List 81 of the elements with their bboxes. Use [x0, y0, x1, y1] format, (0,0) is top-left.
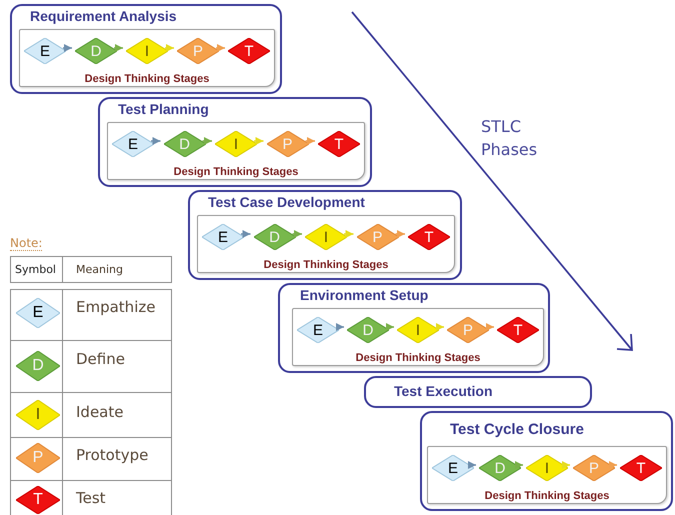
phase-title: Test Execution: [394, 383, 493, 399]
phase-title: Environment Setup: [300, 287, 428, 303]
arrow: [562, 461, 570, 469]
stage-diamond: I: [397, 317, 439, 343]
stage-diamond: P: [16, 443, 60, 473]
column-header: Meaning: [76, 263, 123, 276]
stage-diamond: D: [164, 131, 206, 157]
stage-diamond: T: [318, 131, 360, 157]
stage-panel: [292, 308, 544, 366]
arrow: [151, 137, 160, 145]
stage-panel: [19, 29, 275, 87]
arrow: [63, 44, 72, 52]
meaning-text: Define: [76, 350, 125, 368]
arrow: [468, 461, 476, 469]
stage-diamond: D: [479, 455, 521, 481]
stage-diamond: D: [75, 38, 117, 64]
phase-panel: [278, 283, 550, 373]
phase-title: Test Case Development: [208, 194, 365, 210]
stage-diamond: P: [177, 38, 219, 64]
phase-panel: [98, 97, 372, 187]
meaning-text: Ideate: [76, 403, 124, 421]
stage-diamond: D: [347, 317, 389, 343]
stage-diamond: I: [526, 455, 568, 481]
stage-diamond: E: [112, 131, 154, 157]
stage-caption: Design Thinking Stages: [172, 166, 300, 178]
column-header: Symbol: [15, 263, 56, 276]
arrow: [436, 323, 444, 331]
stage-diamond: I: [215, 131, 257, 157]
stage-diamond: P: [266, 131, 308, 157]
arrow: [336, 323, 344, 331]
arrow: [344, 230, 354, 238]
stage-diamond: I: [16, 400, 60, 430]
meaning-text: Empathize: [76, 298, 156, 316]
stage-diamond: T: [228, 38, 270, 64]
arrow: [609, 461, 617, 469]
stage-panel: [107, 122, 365, 180]
stage-caption: Design Thinking Stages: [354, 352, 482, 364]
stage-caption: Design Thinking Stages: [262, 259, 390, 271]
arrow: [292, 230, 302, 238]
arrow: [306, 137, 315, 145]
stage-caption: Design Thinking Stages: [84, 73, 210, 85]
stage-diamond: D: [16, 351, 60, 381]
stage-diamond: P: [447, 317, 489, 343]
stage-diamond: T: [620, 455, 662, 481]
axis-caption: STLC Phases: [481, 116, 538, 162]
arrow: [396, 230, 405, 238]
stage-diamond: T: [497, 317, 539, 343]
stage-diamond: T: [16, 486, 60, 514]
stage-panel: [427, 446, 667, 504]
stage-diamond: E: [16, 298, 60, 328]
phase-panel: [10, 4, 282, 94]
stage-diamond: T: [408, 224, 450, 250]
arrow: [216, 44, 225, 52]
phase-title: Requirement Analysis: [30, 8, 177, 24]
arrow: [114, 44, 123, 52]
stage-diamond: I: [126, 38, 168, 64]
phase-panel: [364, 376, 592, 408]
arrow: [165, 44, 174, 52]
stage-diamond: E: [297, 317, 339, 343]
arrow: [241, 230, 250, 238]
stage-panel: [197, 215, 455, 273]
note-heading: Note:: [10, 236, 42, 251]
stage-diamond: P: [356, 224, 398, 250]
phase-title: Test Planning: [118, 101, 209, 117]
meaning-text: Test: [76, 489, 106, 507]
meaning-text: Prototype: [76, 446, 148, 464]
stage-diamond: D: [254, 224, 296, 250]
stage-caption: Design Thinking Stages: [484, 490, 610, 502]
phase-title: Test Cycle Closure: [450, 421, 584, 438]
stage-diamond: E: [432, 455, 474, 481]
arrow: [254, 137, 264, 145]
phase-panel: [188, 190, 462, 280]
arrow: [386, 323, 394, 331]
arrow: [515, 461, 523, 469]
stage-diamond: I: [305, 224, 347, 250]
stage-diamond: E: [24, 38, 66, 64]
stage-diamond: E: [202, 224, 244, 250]
arrow: [486, 323, 494, 331]
phase-panel: [420, 411, 673, 511]
arrow: [202, 137, 212, 145]
stage-diamond: P: [573, 455, 615, 481]
